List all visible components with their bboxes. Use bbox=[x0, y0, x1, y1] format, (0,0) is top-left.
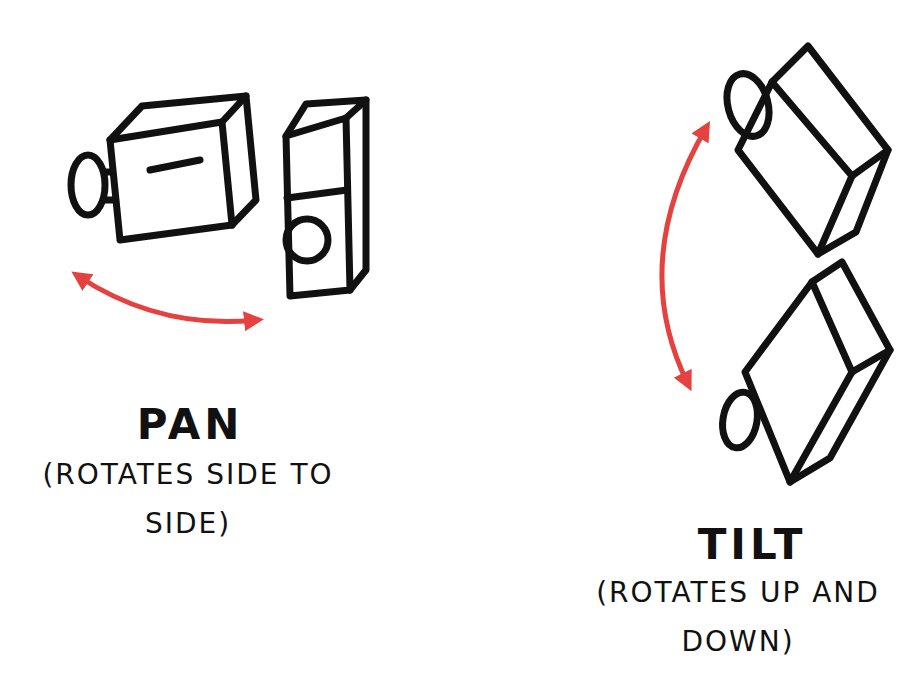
movement-description: (ROTATES UP AND DOWN) bbox=[588, 568, 888, 666]
pan-camera-side bbox=[71, 96, 256, 240]
tilt-camera-down bbox=[718, 262, 890, 482]
movement-title-holder: PAN bbox=[70, 388, 310, 462]
pan-camera-front bbox=[286, 100, 366, 296]
movement-title: PAN bbox=[70, 388, 310, 462]
movement-description-holder: (ROTATES SIDE TO SIDE) bbox=[13, 450, 363, 548]
movement-description: (ROTATES SIDE TO SIDE) bbox=[13, 450, 363, 548]
movement-title-holder: TILT bbox=[632, 508, 872, 582]
pan-arrow bbox=[78, 276, 256, 322]
movement-title: TILT bbox=[632, 508, 872, 582]
tilt-camera-up bbox=[720, 46, 888, 254]
tilt-arrow bbox=[662, 128, 706, 384]
movement-description-holder: (ROTATES UP AND DOWN) bbox=[588, 568, 888, 666]
